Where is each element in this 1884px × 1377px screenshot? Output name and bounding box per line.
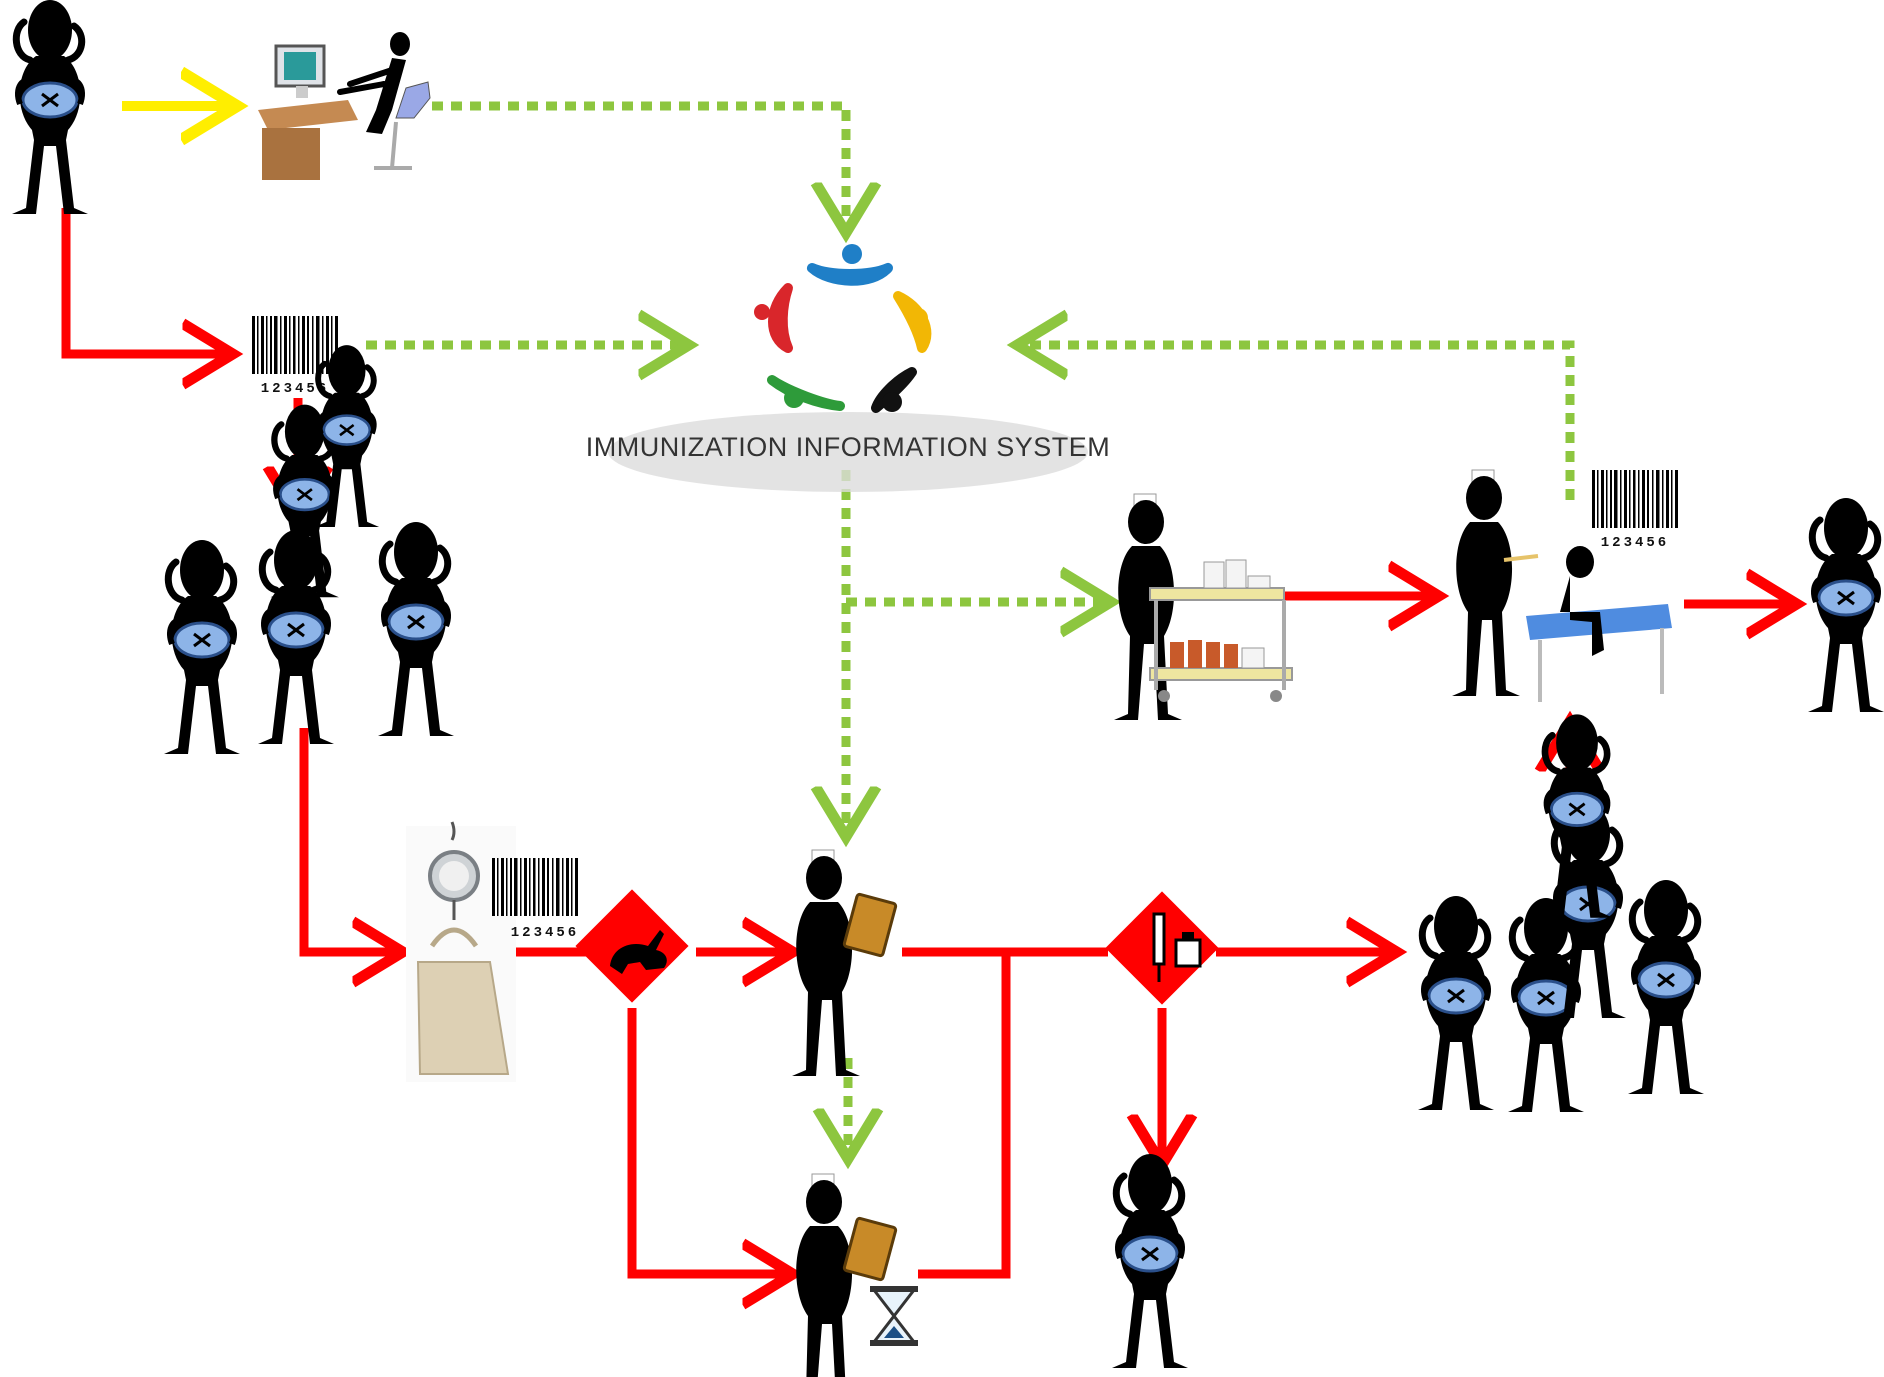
registration-barcode: 123456: [250, 316, 340, 397]
vaccinated-parent-exiting: [1808, 498, 1884, 712]
vaccination-barcode: 123456: [1590, 470, 1680, 551]
hourglass-icon: [870, 1286, 918, 1346]
vaccination-station: [1451, 469, 1672, 702]
data-flow-connectors: [366, 101, 1575, 1158]
deferred-parent-with-baby: [1112, 1154, 1188, 1368]
vaccine-cart-nurse: [1113, 493, 1293, 721]
system-title: IMMUNIZATION INFORMATION SYSTEM: [586, 432, 1110, 462]
svg-text:123456: 123456: [1601, 535, 1669, 551]
waiting-parents-group: [164, 345, 454, 754]
syringe-vial-icon: [1152, 912, 1202, 982]
vaccine-decision: [1105, 891, 1219, 1005]
vaccination-queue-group: [1418, 714, 1704, 1112]
weighing-barcode: 123456: [490, 858, 580, 941]
triage-nurse: [791, 849, 898, 1077]
waiting-area-nurse: [791, 1173, 918, 1377]
svg-text:123456: 123456: [511, 925, 579, 941]
registration-desk-computer: [258, 32, 431, 180]
weighing-scale-with-bag: [406, 821, 516, 1082]
rabbit-icon: [610, 930, 667, 974]
fast-track-decision: [575, 889, 689, 1003]
immunization-information-system[interactable]: IMMUNIZATION INFORMATION SYSTEM: [586, 244, 1110, 492]
svg-text:123456: 123456: [261, 381, 329, 397]
arriving-parent-with-baby: [12, 0, 88, 214]
system-logo: [754, 244, 932, 413]
